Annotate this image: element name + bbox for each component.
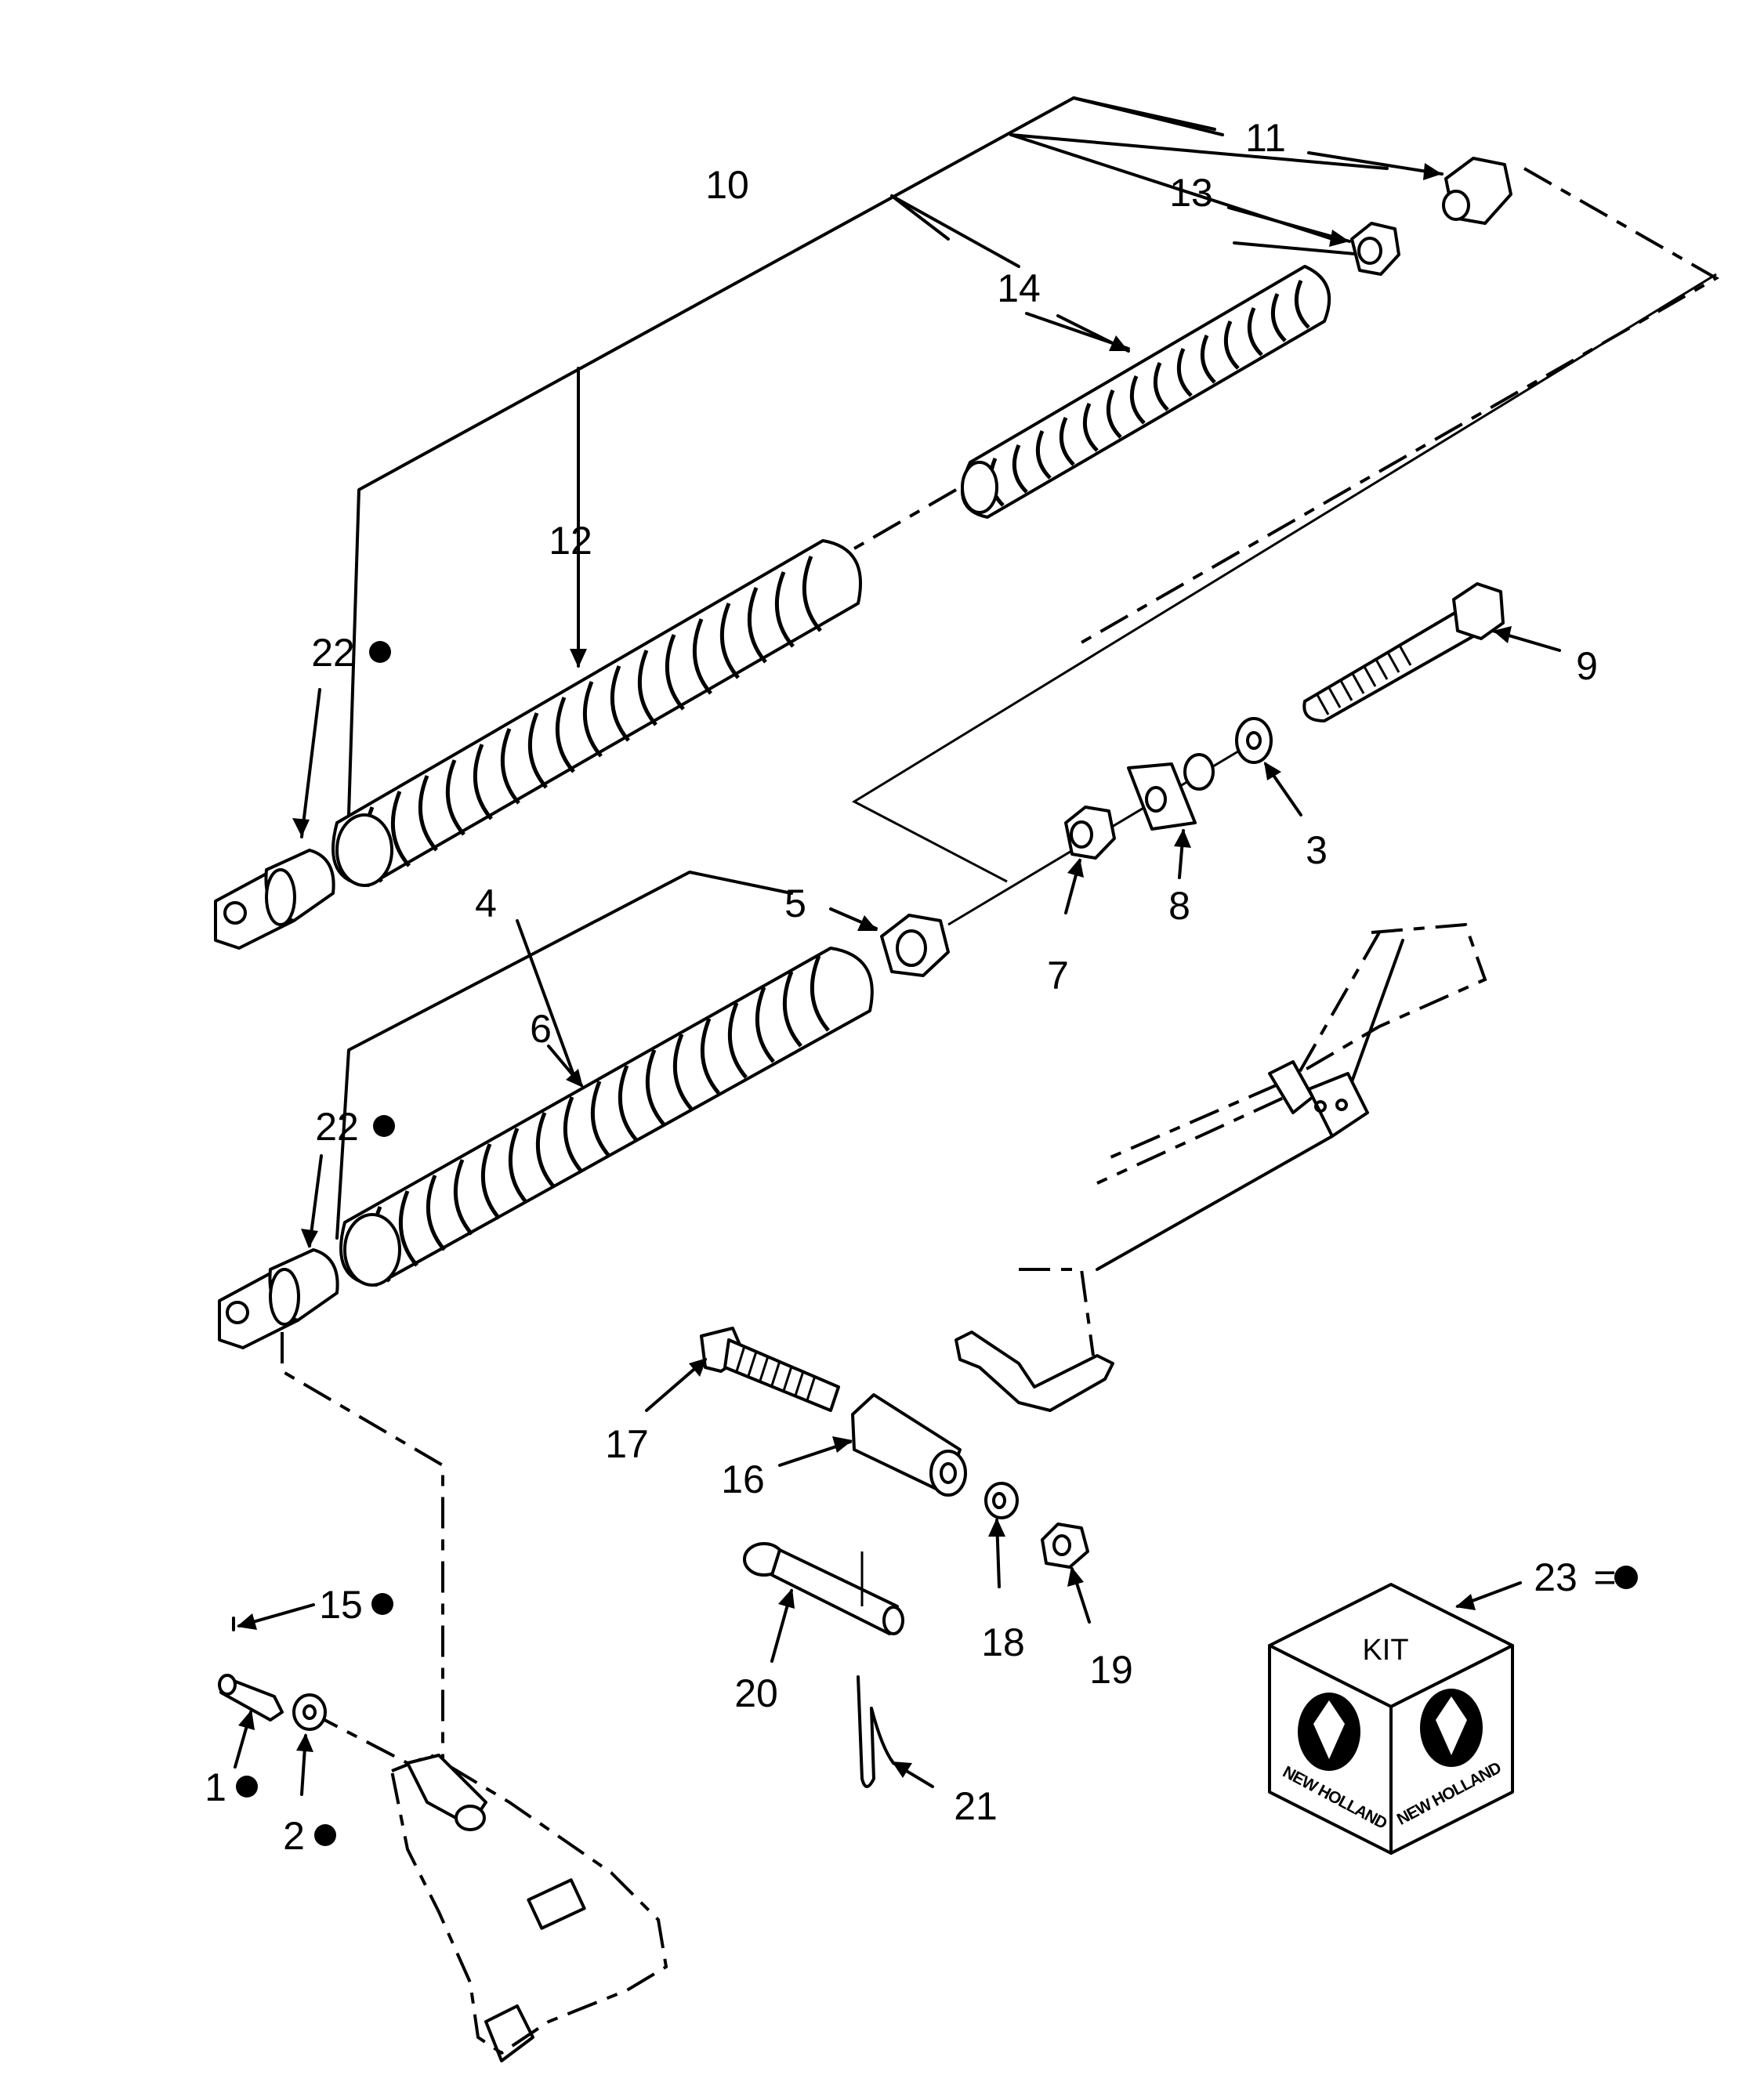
callout-8: 8 [1168,884,1190,928]
part-1-pin [218,1674,284,1722]
callout-5: 5 [784,882,806,925]
dashed-lines [281,167,1720,1794]
callout-13: 13 [1169,171,1213,215]
part-20-pin [743,1542,904,1635]
part-14-spring [960,265,1331,519]
part-7-nut [1064,806,1116,860]
callout-14: 14 [997,266,1041,310]
callout-labels: 10 11 13 14 12 22 9 3 5 4 8 7 6 22 17 16… [205,116,1638,1858]
kit-legend-number: 23 [1534,1555,1578,1599]
kit-dot-icon [373,1115,395,1137]
part-19-nut [1041,1522,1089,1569]
lower-bracket [389,1753,668,2062]
callout-1: 1 [205,1765,258,1809]
part-5-nut [880,914,950,977]
callout-19: 19 [1089,1648,1133,1692]
callout-3: 3 [1306,828,1328,872]
callout-2: 2 [283,1814,336,1858]
part-17-bolt [700,1327,840,1412]
callout-18: 18 [981,1620,1025,1664]
callout-9: 9 [1576,644,1598,688]
part-3-washer [1235,717,1273,764]
svg-text:15: 15 [319,1583,363,1627]
callout-15: 15 [319,1583,393,1627]
kit-dot-icon [371,1593,393,1615]
callout-21: 21 [954,1784,998,1828]
callout-20: 20 [734,1671,778,1715]
part-22-lower-fitting [218,1248,339,1349]
svg-text:22: 22 [311,631,355,675]
svg-text:2: 2 [283,1814,305,1858]
callout-arrows [234,151,1561,1796]
part-16-bushing [851,1393,967,1497]
part-18-clip [984,1482,1019,1519]
callout-7: 7 [1047,954,1069,998]
part-22-upper-fitting [214,849,335,950]
kit-dot-icon [1614,1566,1638,1589]
callout-6: 6 [530,1007,552,1051]
part-2-washer [292,1693,327,1731]
kit-label: KIT [1362,1634,1408,1667]
pedal-lever [955,922,1487,1412]
callout-4: 4 [475,882,497,925]
kit-dot-icon [369,641,391,663]
svg-text:1: 1 [205,1765,226,1809]
part-21-hairpin [857,1675,895,1788]
part-6-spring [339,947,874,1287]
part-13-nut [1350,222,1400,276]
callout-10: 10 [705,163,749,207]
kit-dot-icon [314,1824,336,1846]
part-8-plate [1127,753,1215,831]
kit-box: KIT NEW HOLLAND NEW HOLLAND [1268,1583,1514,1855]
callout-12: 12 [549,519,592,563]
kit-legend-equals: = [1593,1555,1616,1599]
kit-legend: 23 = [1534,1555,1638,1599]
callout-17: 17 [605,1422,649,1466]
svg-text:22: 22 [315,1105,359,1149]
callout-16: 16 [721,1457,765,1501]
callout-22-upper: 22 [311,631,391,675]
callout-22-lower: 22 [315,1105,395,1149]
kit-dot-icon [236,1776,258,1798]
part-11-clevis [1442,157,1512,225]
part-12-spring [331,539,862,887]
part-9-bolt [1302,582,1505,722]
callout-11: 11 [1245,116,1286,160]
